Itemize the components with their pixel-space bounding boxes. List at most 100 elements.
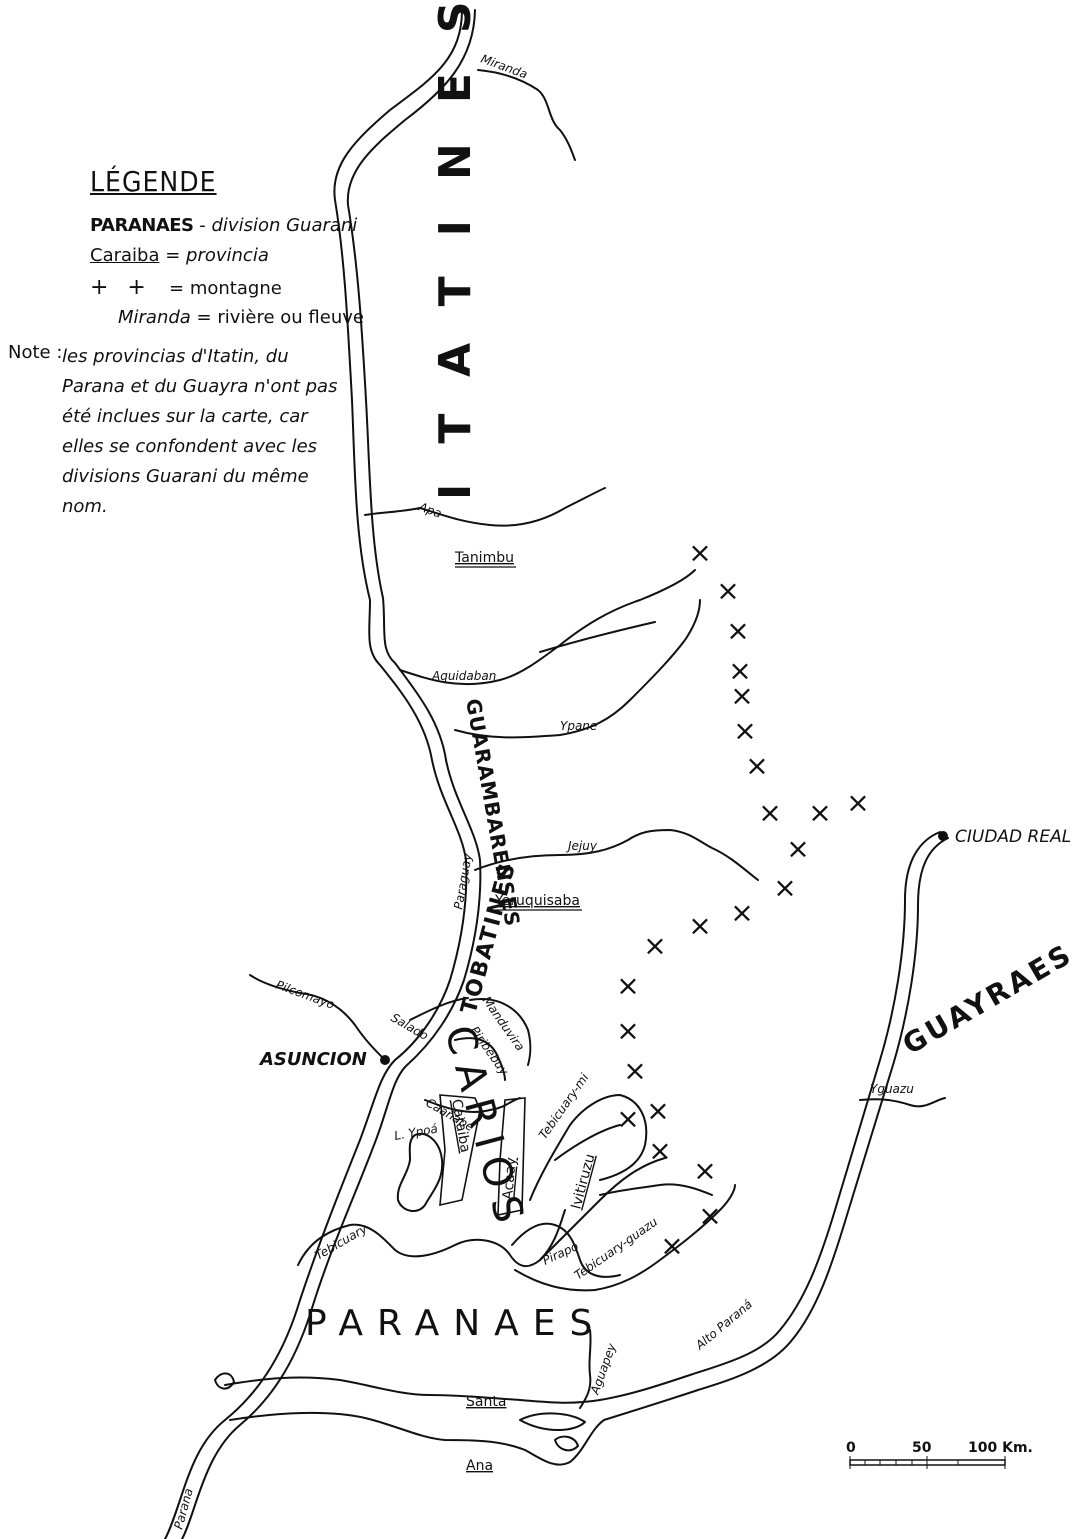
mountain-cross: × bbox=[745, 749, 768, 782]
river-label-aguapey: Aguapey bbox=[587, 1341, 619, 1397]
mountain-cross: × bbox=[688, 536, 711, 569]
miranda-river bbox=[477, 69, 576, 161]
river-label-pirapo: Pirapo bbox=[540, 1239, 580, 1268]
scale-bar: 0 50 100 Km. bbox=[846, 1440, 1033, 1469]
paraguay-river-east bbox=[181, 9, 482, 1539]
river-label-miranda: Miranda bbox=[479, 52, 529, 82]
river-label-pilcomayo: Pilcomayo bbox=[274, 978, 336, 1012]
aguapey-river bbox=[579, 1329, 592, 1409]
mountain-cross: × bbox=[773, 871, 796, 904]
legend-value: provincia bbox=[186, 245, 269, 266]
rivers bbox=[164, 9, 949, 1539]
legend-note-text: les provincias d'Itatin, du Parana et du… bbox=[62, 346, 338, 517]
island bbox=[554, 1435, 579, 1452]
mountain-cross: × bbox=[646, 1094, 669, 1127]
ypane-river bbox=[454, 599, 701, 739]
province-ana: Ana bbox=[466, 1458, 493, 1474]
mountain-cross: × bbox=[730, 679, 753, 712]
asuncion-dot bbox=[380, 1055, 390, 1065]
scale-tick-50: 50 bbox=[912, 1440, 932, 1456]
island bbox=[519, 1412, 586, 1431]
legend-value: rivière ou fleuve bbox=[217, 307, 364, 328]
tebicuary-guazu-branch bbox=[599, 1183, 713, 1196]
ivitiruzu-stream bbox=[539, 1157, 666, 1261]
tebicuary-guazu-river bbox=[514, 1184, 736, 1292]
legend-row-division: PARANAES - division Guarani bbox=[90, 215, 357, 236]
mountain-chain: ×××××××××××××××××××××××× bbox=[616, 536, 869, 1262]
division-guayraes: GUAYRAES bbox=[897, 937, 1079, 1061]
river-label-paraguay: Paraguay bbox=[451, 852, 475, 911]
city-asuncion: ASUNCION bbox=[258, 1049, 367, 1070]
manduvira-river bbox=[469, 998, 532, 1066]
mountain-cross: × bbox=[648, 1134, 671, 1167]
parana-river-north bbox=[224, 831, 941, 1404]
mountain-cross: × bbox=[623, 1054, 646, 1087]
mountain-cross: × bbox=[616, 1014, 639, 1047]
province-ivitiruzu: Ivitiruzu bbox=[568, 1152, 598, 1211]
province-outlines bbox=[439, 1094, 526, 1216]
river-label-tebicuary-mi: Tebicuary-mi bbox=[536, 1070, 592, 1141]
mountain-cross: × bbox=[716, 574, 739, 607]
mountain-cross: × bbox=[786, 832, 809, 865]
caanabe-river bbox=[424, 1097, 521, 1113]
mountain-cross: × bbox=[688, 909, 711, 942]
province-yeruquisaba: Yeruquisaba bbox=[494, 893, 580, 909]
legend-sep: - bbox=[193, 215, 212, 236]
mountain-cross: × bbox=[616, 969, 639, 1002]
legend-value: division Guarani bbox=[211, 215, 358, 236]
scale-tick-0: 0 bbox=[846, 1440, 856, 1456]
aquidaban-branch bbox=[539, 621, 656, 653]
province-santa: Santa bbox=[466, 1394, 506, 1410]
pilcomayo-river bbox=[249, 974, 384, 1059]
mountain-cross: × bbox=[660, 1229, 683, 1262]
river-label-parana: Parana bbox=[171, 1487, 195, 1531]
mountain-cross: × bbox=[846, 786, 869, 819]
legend-sep: = bbox=[159, 245, 187, 266]
tebicuary-mi-branch bbox=[554, 1124, 621, 1161]
legend-key: + + bbox=[90, 275, 152, 300]
tebicuary-mi-river bbox=[529, 1094, 648, 1201]
river-label-ypane: Ypane bbox=[560, 719, 597, 733]
legend-sep: = bbox=[190, 307, 218, 328]
mountain-cross: × bbox=[730, 896, 753, 929]
river-label-yguazu: Yguazu bbox=[870, 1082, 914, 1096]
river-label-apa: Apa bbox=[416, 499, 444, 520]
province-acaay: Acaay bbox=[500, 1157, 520, 1201]
lake-ypoa bbox=[396, 1132, 444, 1212]
mountain-cross: × bbox=[616, 1102, 639, 1135]
piribebuy-river bbox=[454, 1037, 506, 1081]
mountain-cross: × bbox=[693, 1154, 716, 1187]
division-itatines: ITATINES bbox=[430, 0, 481, 500]
river-label-aquidaban: Aquidaban bbox=[431, 669, 496, 683]
mountain-cross: × bbox=[726, 614, 749, 647]
acaay-outline bbox=[497, 1097, 526, 1216]
mountain-cross: × bbox=[733, 714, 756, 747]
legend-note-label: Note : bbox=[8, 342, 63, 363]
city-ciudad-real: CIUDAD REAL bbox=[955, 827, 1071, 847]
mountain-cross: × bbox=[758, 796, 781, 829]
legend-value: montagne bbox=[189, 278, 282, 299]
legend-title: LÉGENDE bbox=[90, 165, 217, 198]
salado-river bbox=[409, 997, 469, 1021]
legend-key: Miranda bbox=[118, 307, 191, 328]
paraguay-river-west bbox=[164, 9, 468, 1539]
river-label-alto-parana: Alto Paraná bbox=[692, 1297, 755, 1353]
caraiba-outline bbox=[439, 1094, 481, 1207]
mountain-cross: × bbox=[643, 929, 666, 962]
yguazu-river bbox=[859, 1097, 946, 1108]
tebicuary-river bbox=[297, 1209, 566, 1268]
apa-river bbox=[364, 487, 606, 527]
pirapo-river bbox=[511, 1222, 621, 1278]
parana-river-south bbox=[229, 837, 949, 1466]
legend-key: Caraiba bbox=[90, 245, 160, 266]
island bbox=[214, 1372, 235, 1390]
jejuy-river bbox=[474, 829, 759, 881]
province-tanimbu: Tanimbu bbox=[454, 550, 514, 566]
mountain-cross: × bbox=[728, 654, 751, 687]
ciudad-real-dot bbox=[938, 831, 948, 841]
mountain-cross: × bbox=[808, 796, 831, 829]
mountain-cross: × bbox=[698, 1199, 721, 1232]
legend-row-riviere: Miranda = rivière ou fleuve bbox=[118, 307, 364, 328]
legend-sep: = bbox=[151, 278, 190, 299]
